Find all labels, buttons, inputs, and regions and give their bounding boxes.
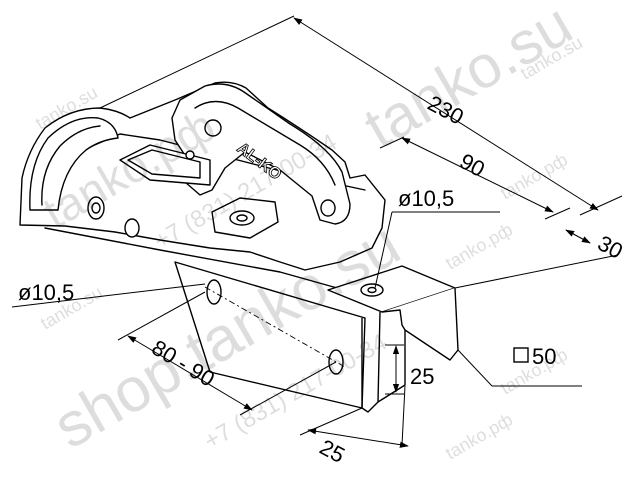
dim-side-hole: ø10,5 [18,280,74,305]
bracket-top-hole-inner [367,286,377,294]
rivet-left-center [91,202,101,214]
plate-hole-inner [236,214,248,222]
rivet-handle [320,199,336,217]
dim-top-hole: ø10,5 [398,186,454,211]
watermark-tanko-rf-d: tanko.рф [442,409,516,463]
dim-bolt-spacing: 90 [456,148,489,182]
rivet-handle-2 [204,119,222,137]
watermark-tanko-su-big: tanko.su [353,0,583,161]
rivet-handle-3 [185,150,195,160]
watermark-tanko-rf-b: tanko.рф [442,219,516,273]
rivet-mid [124,218,140,238]
dim-profile-height: 25 [410,364,434,389]
watermark-tanko-rf-a: tanko.рф [497,149,571,203]
ball-socket-nose [29,116,119,211]
hole-centerline [204,286,346,368]
dim-drawbar-square: 50 [532,344,556,369]
bracket-front-wall [361,311,381,413]
dim-profile-width: 25 [316,434,349,468]
side-flange [44,227,381,301]
indicator-slot-inner [127,149,201,179]
dimension-lines [11,15,623,448]
bracket-bottom [377,330,406,403]
ball-socket-inner [41,125,101,206]
